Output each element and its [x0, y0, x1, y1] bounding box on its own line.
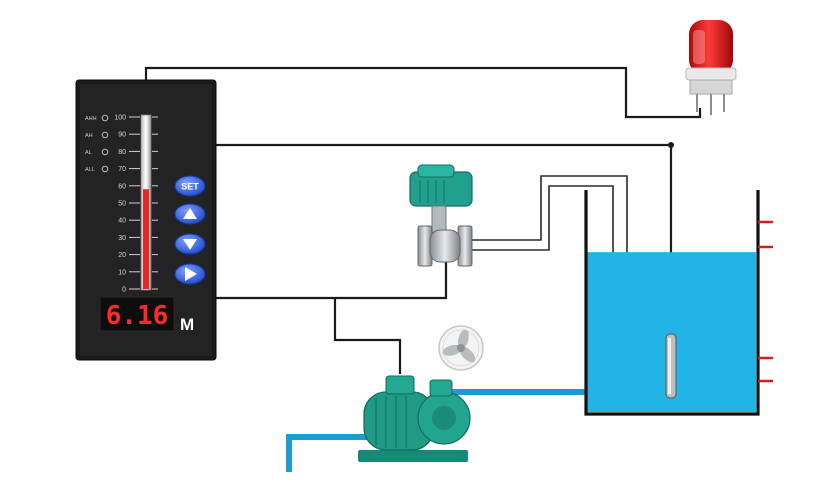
pipe-inlet [289, 437, 368, 472]
wire-controller-to-valve [214, 260, 446, 298]
level-readout: 6.16 [106, 301, 169, 331]
wire-valve-to-pump [335, 298, 400, 374]
scale-label: 40 [118, 218, 126, 225]
level-probe-icon [666, 334, 676, 398]
fan-icon [439, 326, 483, 370]
alarm-label-al: AL [85, 150, 92, 156]
scale-label: 30 [118, 235, 126, 242]
scale-label: 10 [118, 269, 126, 276]
wire-controller-to-beacon [146, 68, 700, 117]
alarm-label-all: ALL [85, 167, 95, 173]
electric-valve-icon [410, 165, 472, 266]
scale-label: 100 [114, 115, 126, 122]
wire-junction [668, 142, 674, 148]
scale-label: 0 [122, 287, 126, 294]
pump-icon [358, 376, 470, 462]
scale-label: 90 [118, 132, 126, 139]
scale-label: 50 [118, 201, 126, 208]
tank-electrodes [758, 222, 773, 381]
level-bar [143, 189, 149, 289]
up-button[interactable] [175, 204, 205, 224]
right-button[interactable] [175, 264, 205, 284]
level-controller: AHH AH AL ALL 1009080706050403020100 SET [76, 80, 216, 360]
scale-label: 20 [118, 252, 126, 259]
scale-label: 60 [118, 183, 126, 190]
down-button[interactable] [175, 234, 205, 254]
level-unit: M [180, 315, 194, 334]
alarm-label-ah: AH [85, 133, 93, 139]
scale-label: 70 [118, 166, 126, 173]
beacon-light-icon [686, 20, 736, 115]
water-tank [586, 190, 773, 414]
set-button[interactable]: SET [175, 176, 205, 196]
scale-label: 80 [118, 149, 126, 156]
set-button-label: SET [181, 182, 199, 192]
alarm-label-ahh: AHH [85, 116, 97, 122]
